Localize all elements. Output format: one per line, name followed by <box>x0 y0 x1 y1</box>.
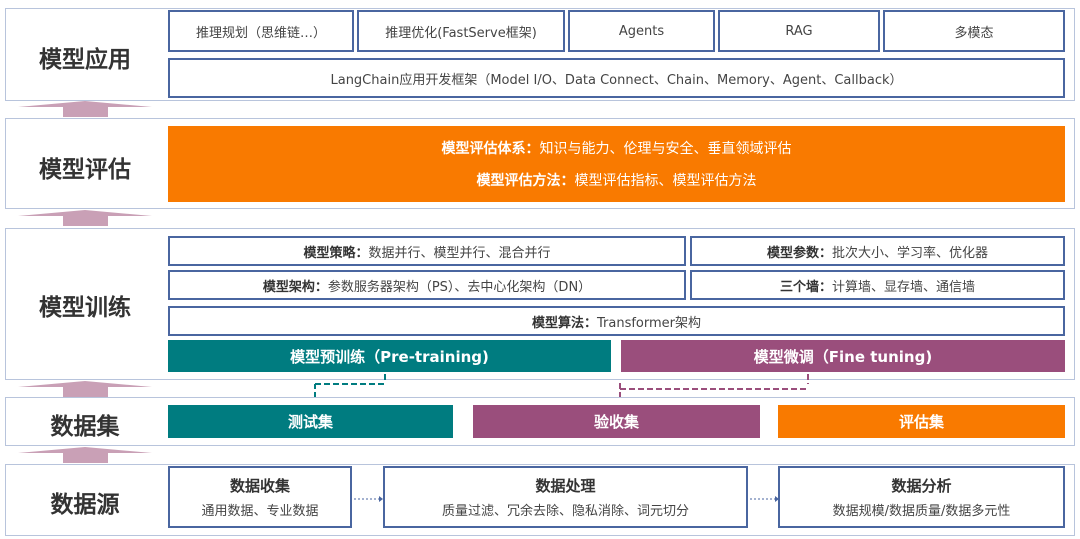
eval-system-text: 知识与能力、伦理与安全、垂直领域评估 <box>539 141 792 157</box>
algo-text: Transformer架构 <box>597 315 702 331</box>
arch-title: 模型架构： <box>262 279 328 295</box>
params-title: 模型参数： <box>766 245 832 261</box>
data-processing-text: 质量过滤、冗余去除、隐私消除、词元切分 <box>441 504 689 519</box>
strategy-title: 模型策略： <box>303 245 369 261</box>
layer-label-application: 模型应用 <box>39 47 131 73</box>
layer-label-evaluation: 模型评估 <box>39 157 131 183</box>
three-walls: 三个墙：计算墙、显存墙、通信墙 <box>690 270 1065 300</box>
finetuning-box: 模型微调（Fine tuning) <box>621 340 1065 372</box>
arch-text: 参数服务器架构（PS）、去中心化架构（DN） <box>327 279 592 295</box>
model-params: 模型参数：批次大小、学习率、优化器 <box>690 236 1065 266</box>
layer-source <box>5 464 1075 536</box>
layer-evaluation <box>5 118 1075 209</box>
app-item-inference-optimization: 推理优化(FastServe框架) <box>357 10 565 52</box>
test-set: 测试集 <box>168 405 453 438</box>
eval-method-title: 模型评估方法： <box>476 173 575 189</box>
model-strategy: 模型策略：数据并行、模型并行、混合并行 <box>168 236 686 266</box>
dashed-connectors <box>314 374 809 398</box>
up-arrow-icon <box>18 210 153 226</box>
layer-label-source: 数据源 <box>50 492 120 518</box>
layer-training <box>5 228 1075 380</box>
layer-label-training: 模型训练 <box>39 295 131 321</box>
up-arrow-icon <box>18 447 153 463</box>
data-collection-text: 通用数据、专业数据 <box>201 504 319 519</box>
acceptance-set: 验收集 <box>473 405 760 438</box>
data-processing: 数据处理质量过滤、冗余去除、隐私消除、词元切分 <box>383 466 748 528</box>
layer-application <box>5 8 1075 101</box>
walls-text: 计算墙、显存墙、通信墙 <box>832 279 976 295</box>
walls-title: 三个墙： <box>779 279 832 295</box>
strategy-text: 数据并行、模型并行、混合并行 <box>368 245 551 261</box>
app-item-rag: RAG <box>718 10 880 52</box>
data-analysis-text: 数据规模/数据质量/数据多元性 <box>832 504 1011 519</box>
up-arrow-icon <box>18 101 153 117</box>
app-item-multimodal: 多模态 <box>883 10 1065 52</box>
model-architecture: 模型架构：参数服务器架构（PS）、去中心化架构（DN） <box>168 270 686 300</box>
up-arrow-icon <box>18 381 153 397</box>
pretraining-box: 模型预训练（Pre-training) <box>168 340 611 372</box>
evaluation-box: 模型评估体系：知识与能力、伦理与安全、垂直领域评估 模型评估方法：模型评估指标、… <box>168 126 1065 202</box>
algo-title: 模型算法： <box>531 315 597 331</box>
flow-arrows <box>354 496 779 502</box>
data-analysis-title: 数据分析 <box>891 477 952 495</box>
evaluation-set: 评估集 <box>778 405 1065 438</box>
eval-method-text: 模型评估指标、模型评估方法 <box>574 173 757 189</box>
model-algorithm: 模型算法：Transformer架构 <box>168 306 1065 336</box>
data-processing-title: 数据处理 <box>535 477 596 495</box>
data-collection: 数据收集通用数据、专业数据 <box>168 466 352 528</box>
langchain-framework: LangChain应用开发框架（Model I/O、Data Connect、C… <box>168 58 1065 98</box>
params-text: 批次大小、学习率、优化器 <box>832 245 989 261</box>
data-collection-title: 数据收集 <box>229 477 290 495</box>
layer-label-dataset: 数据集 <box>50 414 120 440</box>
app-item-agents: Agents <box>568 10 715 52</box>
layer-dataset <box>5 397 1075 446</box>
data-analysis: 数据分析数据规模/数据质量/数据多元性 <box>778 466 1065 528</box>
app-item-reasoning-planning: 推理规划（思维链…） <box>168 10 354 52</box>
eval-system-title: 模型评估体系： <box>441 141 540 157</box>
